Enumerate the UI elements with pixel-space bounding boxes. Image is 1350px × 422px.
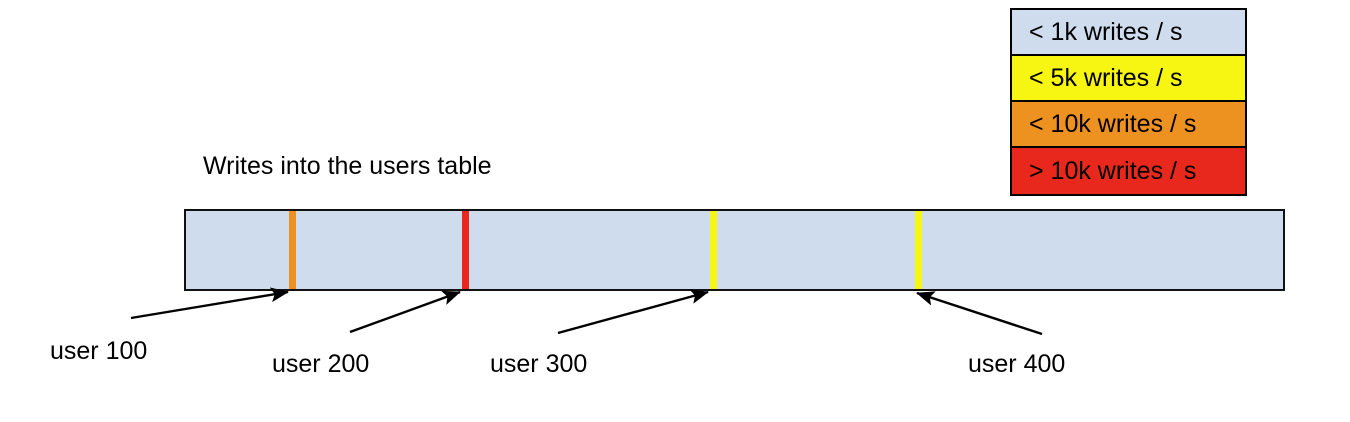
arrow-user-200 <box>349 290 461 334</box>
annotation-label-user-400: user 400 <box>968 350 1066 378</box>
marker-stripe-user-400 <box>915 211 922 289</box>
legend-item-lt-10k: < 10k writes / s <box>1012 102 1245 148</box>
legend-item-lt-1k: < 1k writes / s <box>1012 10 1245 56</box>
arrow-user-300 <box>557 289 709 335</box>
annotation-label-user-100: user 100 <box>50 337 148 365</box>
arrow-user-400 <box>916 291 1043 336</box>
legend: < 1k writes / s < 5k writes / s < 10k wr… <box>1010 8 1247 196</box>
arrow-user-100 <box>130 287 289 320</box>
marker-stripe-user-100 <box>289 211 296 289</box>
legend-item-label: < 10k writes / s <box>1029 109 1197 138</box>
marker-stripe-user-200 <box>462 211 469 289</box>
annotation-label-user-200: user 200 <box>272 350 370 378</box>
chart-title: Writes into the users table <box>203 152 492 180</box>
legend-item-lt-5k: < 5k writes / s <box>1012 56 1245 102</box>
marker-stripe-user-300 <box>710 211 717 289</box>
legend-item-label: < 1k writes / s <box>1029 17 1183 46</box>
users-table-key-range-bar <box>184 209 1285 291</box>
annotation-label-user-300: user 300 <box>490 350 588 378</box>
legend-item-gt-10k: > 10k writes / s <box>1012 148 1245 194</box>
legend-item-label: < 5k writes / s <box>1029 63 1183 92</box>
legend-item-label: > 10k writes / s <box>1029 156 1197 185</box>
